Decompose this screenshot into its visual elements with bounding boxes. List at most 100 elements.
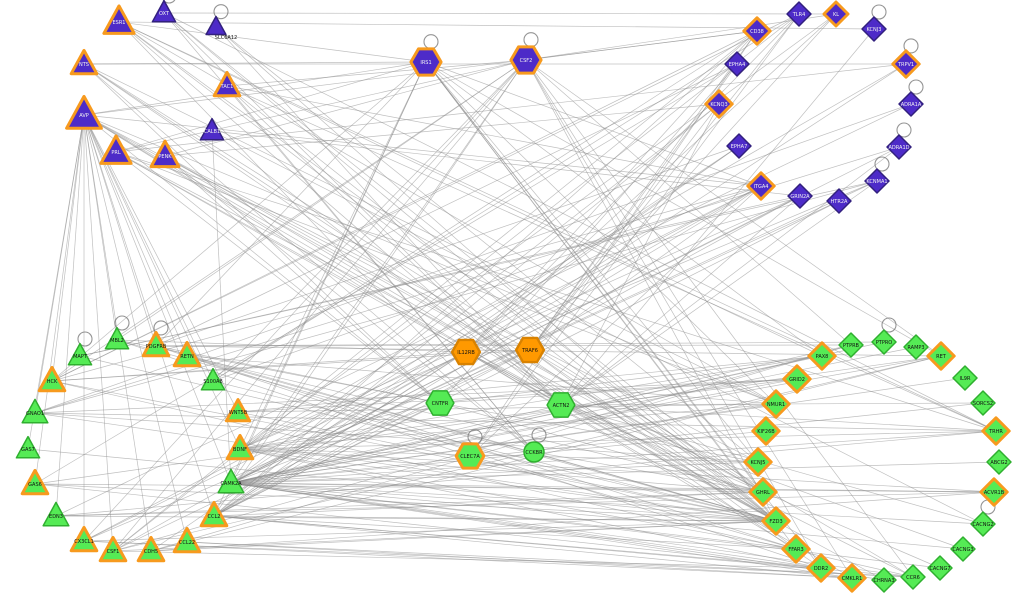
edge-NTS-CCKBR [83, 63, 535, 453]
node-OXT[interactable] [151, 0, 177, 23]
node-RAMP3[interactable] [903, 334, 929, 360]
node-FZD3[interactable] [761, 506, 791, 536]
node-CACNG3[interactable] [950, 536, 976, 562]
node-PDGFRB[interactable] [141, 330, 171, 358]
edge-PDGFRB-EPHA7 [155, 145, 740, 347]
node-CALB1[interactable] [199, 117, 225, 141]
node-GAS6[interactable] [20, 468, 50, 496]
node-ACTN2[interactable] [546, 392, 576, 418]
node-TRAF6[interactable] [514, 336, 546, 364]
node-KCNJ5[interactable] [743, 447, 773, 477]
edge-GAS6-ACVR1B [34, 483, 995, 493]
node-TRHR[interactable] [981, 416, 1011, 446]
edge-CCL2-KCNQ3 [213, 103, 720, 517]
node-SLC6A12[interactable] [205, 15, 227, 36]
node-CACNG7[interactable] [927, 555, 953, 581]
node-PTPRB[interactable] [838, 332, 864, 358]
node-ADRA1A[interactable] [898, 91, 924, 117]
node-PTPRO[interactable] [871, 329, 897, 355]
self-loop-ADRA1D [896, 122, 912, 138]
node-GRID2[interactable] [782, 364, 812, 394]
node-DDR2[interactable] [806, 553, 836, 583]
self-loop-CCKBR [531, 427, 547, 443]
edge-CAMK2A-ABCG2 [230, 461, 1000, 484]
node-GNAO1[interactable] [21, 398, 49, 424]
node-ACVR1B[interactable] [979, 477, 1009, 507]
edge-FZD3-HCK [51, 380, 777, 522]
node-BDNF[interactable] [225, 433, 255, 461]
node-KCNQ3[interactable] [704, 89, 734, 119]
node-NMUR1[interactable] [761, 389, 791, 419]
node-KCNJ3[interactable] [861, 16, 887, 42]
edge-WNT5B-NMUR1 [237, 403, 777, 413]
edge-CSF2-CSF1 [112, 59, 527, 552]
edge-PRL-TRHR [115, 151, 997, 432]
edge-NTS-NMUR1 [83, 63, 777, 405]
edge-CNTFR-KCNJ5 [439, 402, 759, 463]
node-CNTFR[interactable] [425, 390, 455, 416]
node-CCL22[interactable] [172, 526, 202, 554]
node-ESR1[interactable] [102, 4, 136, 35]
node-IRS1[interactable] [409, 47, 443, 77]
node-HTR2A[interactable] [826, 188, 852, 214]
node-KCNMA1[interactable] [864, 168, 890, 194]
node-GRIN2A[interactable] [787, 183, 813, 209]
node-HCK[interactable] [37, 365, 67, 393]
node-WNT5B[interactable] [224, 398, 252, 423]
node-FFAR3[interactable] [781, 534, 811, 564]
node-ADRA1D[interactable] [886, 134, 912, 160]
node-MAPT[interactable] [67, 342, 93, 366]
node-KL[interactable] [822, 0, 850, 28]
edge-IRS1-PAX8 [425, 61, 823, 357]
node-GAS7[interactable] [15, 435, 41, 459]
self-loop-PTPRO [881, 317, 897, 333]
node-S100A8[interactable] [200, 367, 226, 391]
node-SORCS2[interactable] [970, 390, 996, 416]
node-EPHA7[interactable] [726, 133, 752, 159]
node-EDN3[interactable] [42, 501, 70, 527]
edge-CSF1-CD38 [112, 30, 758, 552]
edge-CCL22-CMKLR1 [186, 541, 853, 579]
edge-ACTN2-CACNG2 [560, 404, 984, 525]
node-MBL2[interactable] [104, 326, 130, 350]
node-CSF1[interactable] [98, 535, 128, 563]
node-PENK[interactable] [149, 139, 181, 169]
node-RET[interactable] [926, 341, 956, 371]
node-AVP[interactable] [65, 94, 103, 130]
node-CDH5[interactable] [136, 535, 166, 563]
node-TLR4[interactable] [786, 1, 812, 27]
edge-CAMK2A-CACNG2 [230, 482, 984, 525]
node-CCL2[interactable] [199, 500, 229, 528]
node-CMKLR1[interactable] [837, 563, 867, 593]
edge-FZD3-CSF2 [525, 59, 777, 522]
node-ITGA4[interactable] [746, 171, 776, 201]
node-CCR6[interactable] [900, 564, 926, 590]
node-IL9R[interactable] [952, 365, 978, 391]
node-ABCG2[interactable] [986, 449, 1012, 475]
node-NTS[interactable] [69, 48, 99, 76]
node-IL12RB[interactable] [450, 338, 482, 366]
node-CHRNA3[interactable] [871, 567, 897, 593]
node-PAX8[interactable] [807, 341, 837, 371]
edge-CNTFR-PENK [164, 155, 441, 404]
node-TAC1[interactable] [212, 70, 242, 98]
node-KIF26B[interactable] [751, 416, 781, 446]
node-CCKBR[interactable] [523, 441, 545, 463]
node-CX3CL1[interactable] [69, 525, 99, 553]
node-CSF2[interactable] [509, 45, 543, 75]
node-GHRL[interactable] [748, 477, 778, 507]
self-loop-ADRA1A [908, 79, 924, 95]
edge-AVP-EDN3 [55, 114, 85, 517]
node-RETN[interactable] [172, 340, 202, 368]
node-CD38[interactable] [742, 16, 772, 46]
edge-BDNF-TRPV1 [239, 63, 907, 450]
node-TRPV1[interactable] [891, 49, 921, 79]
edge-FZD3-MAPT [79, 355, 777, 522]
edge-ESR1-GHRL [118, 21, 764, 493]
node-CLEC7A[interactable] [454, 442, 486, 470]
node-CAMK2A[interactable] [217, 468, 245, 494]
node-EPHA4[interactable] [724, 51, 750, 77]
node-PRL[interactable] [99, 134, 133, 165]
node-CACNG2[interactable] [970, 511, 996, 537]
